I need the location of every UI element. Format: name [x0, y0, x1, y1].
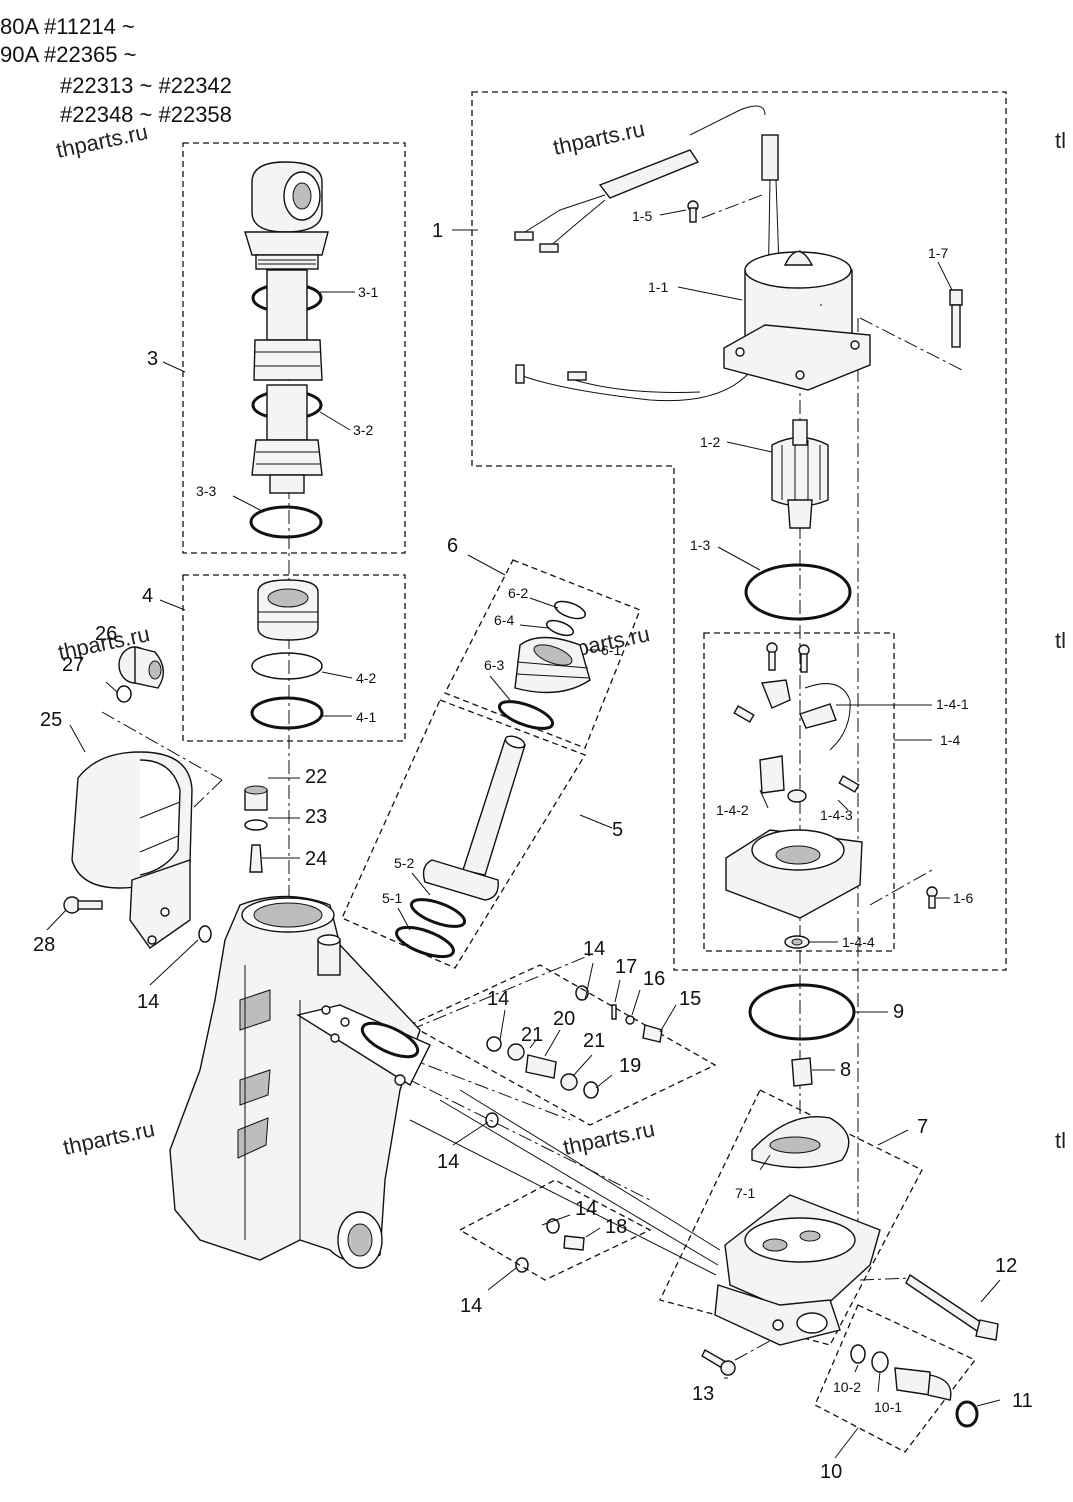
callout-28: 28 — [33, 934, 55, 956]
callout-6-4: 6-4 — [494, 612, 514, 628]
callout-7: 7 — [917, 1116, 928, 1138]
callout-9: 9 — [893, 1001, 904, 1023]
callout-10-2: 10-2 — [833, 1379, 861, 1395]
parts-10-13 — [701, 1273, 999, 1428]
parts-22-24-valve — [244, 785, 268, 873]
watermark: thparts.ru — [551, 116, 647, 160]
callout-1-6: 1-6 — [953, 890, 973, 906]
callout-14: 14 — [487, 988, 509, 1010]
part-26-27-bushing — [116, 646, 164, 703]
header-line-2: 90A #22365 ~ — [0, 42, 136, 67]
watermark: thparts.ru — [61, 1116, 157, 1160]
callout-17: 17 — [615, 956, 637, 978]
callout-1-3: 1-3 — [690, 537, 710, 553]
callout-12: 12 — [995, 1255, 1017, 1277]
group-box-10 — [814, 1304, 977, 1453]
part-5-piston — [395, 735, 526, 959]
leader-lines — [46, 209, 1001, 1459]
callout-1-2: 1-2 — [700, 434, 720, 450]
callout-24: 24 — [305, 848, 327, 870]
callout-4-2: 4-2 — [356, 670, 376, 686]
group-boxes — [182, 91, 1007, 1453]
parts-8-9-coupling — [748, 983, 856, 1087]
cylinder-body — [169, 895, 431, 1269]
callout-1-4-2: 1-4-2 — [716, 802, 749, 818]
group-box-6 — [444, 559, 641, 749]
callout-22: 22 — [305, 766, 327, 788]
callout-7-1: 7-1 — [735, 1185, 755, 1201]
callout-6-2: 6-2 — [508, 585, 528, 601]
callout-6-3: 6-3 — [484, 657, 504, 673]
callout-10-1: 10-1 — [874, 1399, 902, 1415]
watermark-edge-fragment: tl — [1055, 128, 1066, 153]
callout-1-4: 1-4 — [940, 732, 960, 748]
part-25-cover — [71, 751, 193, 949]
group-box-7 — [659, 1089, 923, 1346]
callout-21: 21 — [521, 1024, 543, 1046]
callout-4: 4 — [142, 585, 153, 607]
watermarks: thparts.ru thparts.ru thparts.ru thparts… — [54, 116, 1066, 1160]
group-box-1 — [471, 91, 1007, 971]
header-line-3: #22313 ~ #22342 — [60, 73, 232, 98]
callout-19: 19 — [619, 1055, 641, 1077]
group-box-1-4 — [703, 632, 895, 952]
callout-1-4-4: 1-4-4 — [842, 934, 875, 950]
callout-14: 14 — [137, 991, 159, 1013]
small-parts-14-21 — [198, 925, 663, 1273]
model-serial-header: 80A #11214 ~ 90A #22365 ~ #22313 ~ #2234… — [0, 14, 232, 127]
callout-1-4-1: 1-4-1 — [936, 696, 969, 712]
group-box-5 — [341, 699, 586, 969]
part-3-tilt-rod — [244, 161, 329, 539]
callout-4-1: 4-1 — [356, 709, 376, 725]
callout-23: 23 — [305, 806, 327, 828]
part-6-cap — [497, 600, 591, 730]
callout-5-1: 5-1 — [382, 890, 402, 906]
header-line-1: 80A #11214 ~ — [0, 14, 135, 39]
callout-11: 11 — [1012, 1390, 1033, 1412]
callout-27: 27 — [62, 654, 84, 676]
callout-1-1: 1-1 — [648, 279, 668, 295]
callout-1-4-3: 1-4-3 — [820, 807, 853, 823]
callout-labels: 1 1-1 1-2 1-3 1-4 1-4-1 1-4-2 1-4-3 1-4-… — [33, 208, 1033, 1483]
callout-3-1: 3-1 — [358, 284, 378, 300]
watermark-edge-fragment: tl — [1055, 628, 1066, 653]
callout-3-2: 3-2 — [353, 422, 373, 438]
part-7-pump — [409, 1089, 881, 1346]
group-box-14-21 — [408, 964, 717, 1126]
callout-6-1: 6-1 — [601, 642, 621, 658]
watermark: thparts.ru — [561, 1116, 657, 1160]
callout-1: 1 — [432, 220, 443, 242]
callout-6: 6 — [447, 535, 458, 557]
watermark-edge-fragment: tl — [1055, 1128, 1066, 1153]
callout-26: 26 — [95, 623, 117, 645]
callout-5: 5 — [612, 819, 623, 841]
part-28-bolt — [63, 896, 103, 914]
callout-25: 25 — [40, 709, 62, 731]
callout-21: 21 — [583, 1030, 605, 1052]
callout-8: 8 — [840, 1059, 851, 1081]
callout-18: 18 — [605, 1216, 627, 1238]
callout-14: 14 — [575, 1198, 597, 1220]
group-box-4 — [182, 574, 406, 742]
callout-1-7: 1-7 — [928, 245, 948, 261]
group-box-3 — [182, 142, 406, 554]
callout-3-3: 3-3 — [196, 483, 216, 499]
callout-14: 14 — [437, 1151, 459, 1173]
callout-5-2: 5-2 — [394, 855, 414, 871]
header-line-4: #22348 ~ #22358 — [60, 102, 232, 127]
callout-1-5: 1-5 — [632, 208, 652, 224]
callout-16: 16 — [643, 968, 665, 990]
callout-3: 3 — [147, 348, 158, 370]
callout-10: 10 — [820, 1461, 842, 1483]
part-1-4-brush-holder — [725, 642, 938, 949]
callout-13: 13 — [692, 1383, 714, 1405]
part-1-motor — [514, 105, 963, 621]
callout-14: 14 — [460, 1295, 482, 1317]
callout-15: 15 — [679, 988, 701, 1010]
callout-20: 20 — [553, 1008, 575, 1030]
part-4-gland — [250, 579, 324, 730]
callout-14: 14 — [583, 938, 605, 960]
